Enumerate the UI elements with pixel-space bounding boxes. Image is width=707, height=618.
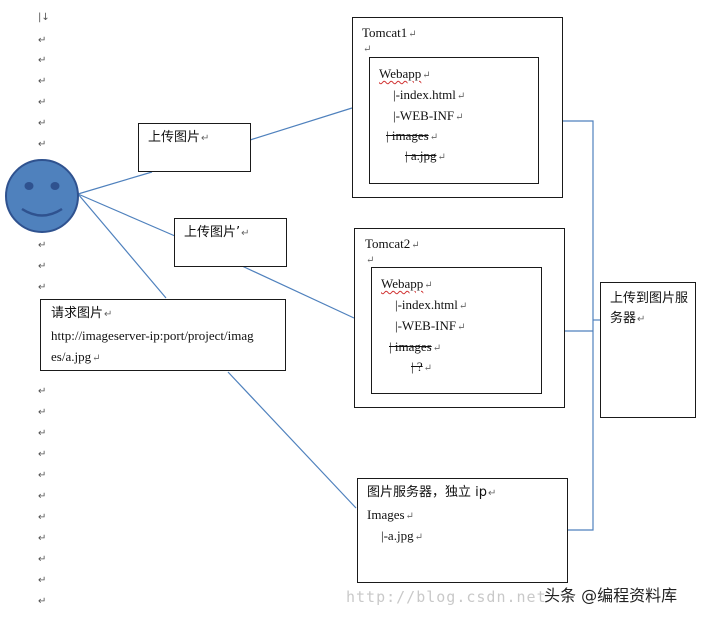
upload-image-box-2: 上传图片’↵ (174, 218, 287, 267)
request-image-box: 请求图片↵ http://imageserver-ip:port/project… (40, 299, 286, 371)
tomcat2-webinf: |-WEB-INF↵ (395, 318, 466, 333)
sync-to-image-server-box: 上传到图片服务器↵ (600, 282, 696, 418)
line-user-request (77, 193, 167, 299)
image-server-file: |-a.jpg↵ (381, 528, 423, 543)
tomcat2-index: |-index.html↵ (395, 297, 468, 312)
user-smiley-icon (5, 159, 79, 233)
upload-label-2: 上传图片’↵ (184, 225, 250, 240)
tomcat1-title: Tomcat1↵ (362, 25, 417, 40)
tomcat1-file: | a.jpg↵ (405, 148, 446, 163)
sync-label: 上传到图片服务器↵ (610, 291, 689, 326)
upload-image-box-1: 上传图片↵ (138, 123, 251, 172)
tomcat2-webapp-box: Webapp↵ |-index.html↵ |-WEB-INF↵ | image… (371, 267, 542, 394)
tomcat2-webapp: Webapp↵ (381, 276, 433, 291)
tomcat2-paragraph-mark: ↵ (366, 255, 375, 266)
upload-label-1: 上传图片↵ (148, 130, 210, 145)
tomcat1-paragraph-mark: ↵ (363, 44, 372, 55)
tomcat2-images: | images↵ (389, 339, 442, 354)
line-upload1-tomcat1 (249, 107, 353, 141)
tomcat1-images: | images↵ (386, 128, 439, 143)
image-server-box: 图片服务器，独立 ip↵ Images↵ |-a.jpg↵ (357, 478, 568, 583)
image-server-images: Images↵ (367, 507, 414, 522)
request-title: 请求图片↵ (51, 306, 113, 321)
tomcat2-server-box: Tomcat2↵ ↵ Webapp↵ |-index.html↵ |-WEB-I… (354, 228, 565, 408)
tomcat1-index: |-index.html↵ (393, 87, 466, 102)
line-user-upload1 (77, 171, 153, 195)
line-tomcat1-imgserver (538, 120, 594, 531)
line-user-upload2 (77, 193, 176, 237)
line-upload2-tomcat2 (241, 265, 355, 319)
brand-credit: 头条 @编程资料库 (544, 586, 678, 605)
tomcat1-server-box: Tomcat1↵ ↵ Webapp↵ |-index.html↵ |-WEB-I… (352, 17, 563, 198)
tomcat2-file: | ?↵ (411, 359, 433, 374)
request-url-line-1: http://imageserver-ip:port/project/imag (51, 328, 254, 343)
watermark: http://blog.csdn.net (346, 588, 547, 606)
request-url-line-2: es/a.jpg↵ (51, 349, 101, 364)
tomcat1-webinf: |-WEB-INF↵ (393, 108, 464, 123)
tomcat2-title: Tomcat2↵ (365, 236, 420, 251)
tomcat1-webapp: Webapp↵ (379, 66, 431, 81)
tomcat1-webapp-box: Webapp↵ |-index.html↵ |-WEB-INF↵ | image… (369, 57, 539, 184)
line-request-imgserver (227, 371, 357, 509)
image-server-title: 图片服务器，独立 ip↵ (367, 485, 497, 500)
